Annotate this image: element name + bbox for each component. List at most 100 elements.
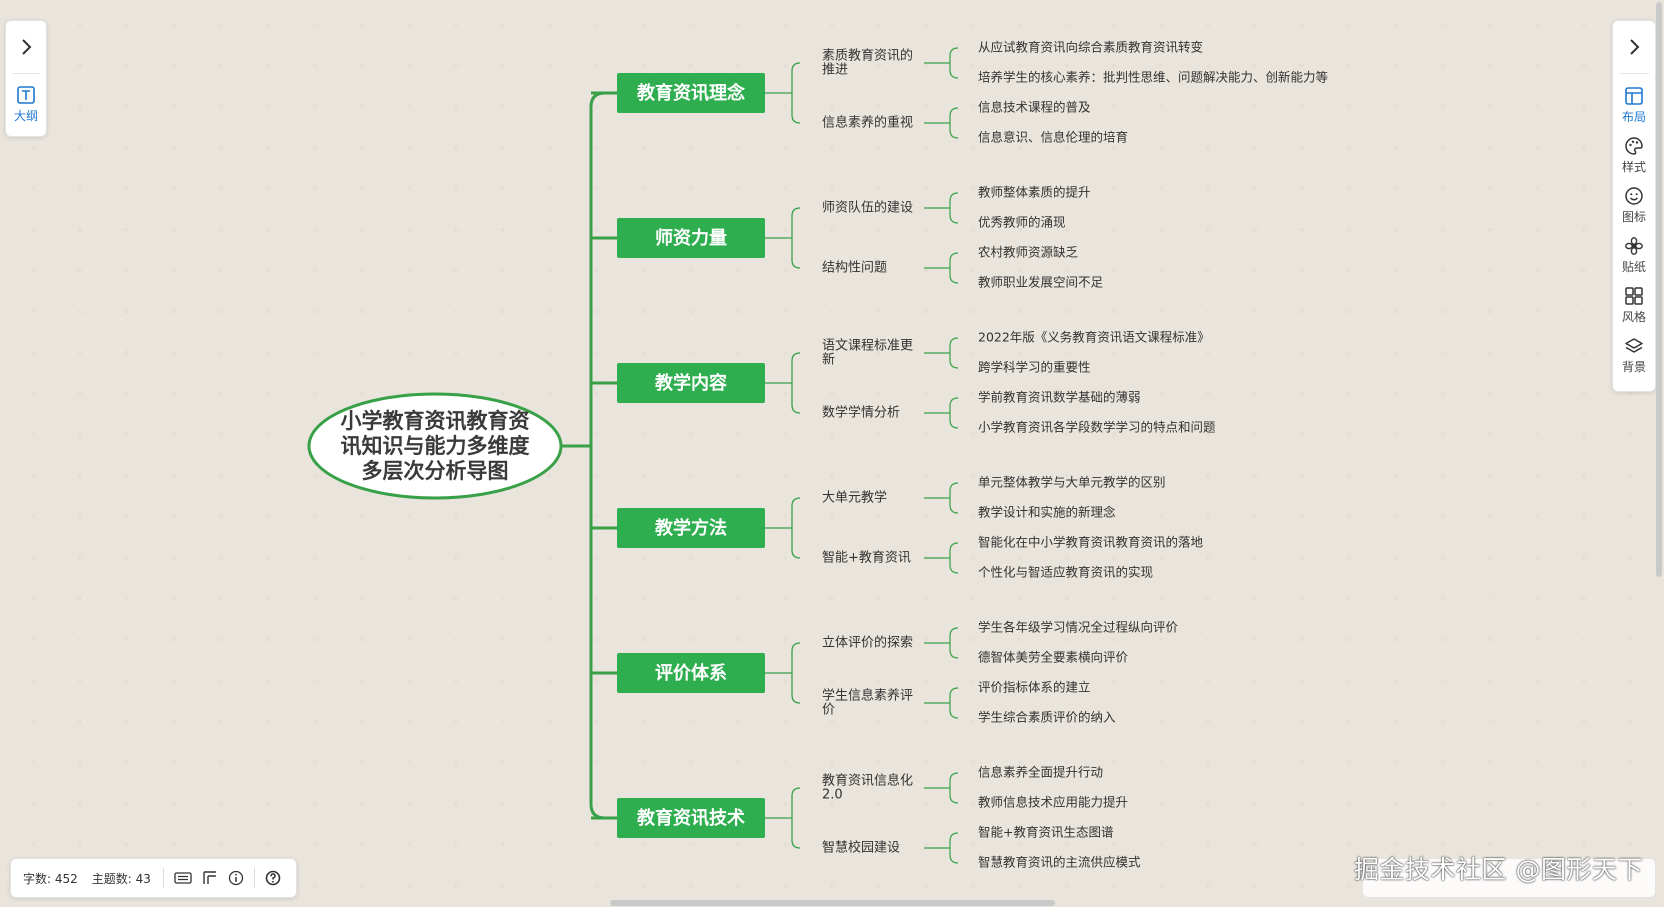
subtopic-label: 智慧校园建设 bbox=[822, 840, 900, 856]
subtopic-stem bbox=[791, 787, 801, 849]
subtopic[interactable]: 大单元教学 bbox=[822, 490, 887, 506]
horizontal-scrollbar[interactable] bbox=[610, 900, 1055, 906]
subtopic-label: 教育资讯信息化 bbox=[822, 773, 913, 789]
info-button[interactable] bbox=[228, 870, 244, 886]
keyboard-icon bbox=[174, 872, 192, 884]
branch-topic-label: 教育资讯技术 bbox=[637, 807, 745, 829]
zoom-controls[interactable] bbox=[1362, 858, 1656, 898]
leaf-topic[interactable]: 学生综合素质评价的纳入 bbox=[978, 710, 1116, 725]
leaf-topic[interactable]: 个性化与智适应教育资讯的实现 bbox=[978, 565, 1153, 580]
subtopic[interactable]: 师资队伍的建设 bbox=[822, 200, 913, 216]
subtopic-stem bbox=[791, 62, 801, 124]
subtopic[interactable]: 结构性问题 bbox=[822, 261, 887, 276]
leaf-topic[interactable]: 教师职业发展空间不足 bbox=[978, 275, 1104, 290]
keyboard-button[interactable] bbox=[174, 871, 192, 885]
leaf-topic[interactable]: 智慧教育资讯的主流供应模式 bbox=[978, 855, 1141, 870]
root-topic-line: 小学教育资讯教育资 bbox=[341, 409, 530, 433]
leaf-topic[interactable]: 信息素养全面提升行动 bbox=[978, 765, 1103, 780]
tool-style-button[interactable]: 样式 bbox=[1613, 130, 1655, 180]
layers-icon bbox=[1625, 337, 1643, 353]
structure-button[interactable] bbox=[202, 870, 218, 886]
leaf-topic[interactable]: 学前教育资讯数学基础的薄弱 bbox=[978, 390, 1141, 405]
tool-icon-button[interactable]: 图标 bbox=[1613, 180, 1655, 230]
leaf-topic[interactable]: 学生各年级学习情况全过程纵向评价 bbox=[978, 620, 1179, 635]
tool-layout-button[interactable]: 布局 bbox=[1613, 80, 1655, 130]
leaf-topic[interactable]: 信息意识、信息伦理的培育 bbox=[978, 130, 1128, 145]
subtopic-label: 语文课程标准更 bbox=[822, 339, 913, 354]
subtopic-label: 信息素养的重视 bbox=[822, 115, 913, 131]
help-icon bbox=[265, 870, 281, 886]
tool-theme-button[interactable]: 风格 bbox=[1613, 280, 1655, 330]
divider bbox=[1619, 73, 1649, 74]
subtopic-stem bbox=[791, 207, 801, 269]
leaf-topic[interactable]: 智能+教育资讯生态图谱 bbox=[978, 825, 1113, 840]
subtopic[interactable]: 智能+教育资讯 bbox=[822, 550, 911, 566]
branch-topic[interactable]: 教育资讯技术 bbox=[617, 798, 765, 838]
leaf-stem bbox=[949, 107, 959, 139]
expand-left-button[interactable] bbox=[6, 21, 46, 73]
branch-topic[interactable]: 教学方法 bbox=[617, 508, 765, 548]
layout-icon bbox=[1625, 86, 1643, 105]
grid-style-icon bbox=[1625, 286, 1643, 305]
leaf-topic[interactable]: 评价指标体系的建立 bbox=[978, 680, 1091, 695]
leaf-topic[interactable]: 优秀教师的涌现 bbox=[978, 215, 1066, 230]
subtopic-label: 结构性问题 bbox=[822, 261, 887, 276]
subtopic[interactable]: 智慧校园建设 bbox=[822, 840, 900, 856]
branch-topic-label: 师资力量 bbox=[655, 227, 727, 249]
leaf-topic[interactable]: 单元整体教学与大单元教学的区别 bbox=[978, 475, 1166, 490]
leaf-topic[interactable]: 农村教师资源缺乏 bbox=[978, 245, 1079, 260]
smiley-icon bbox=[1625, 186, 1643, 205]
leaf-stem bbox=[949, 542, 959, 574]
help-button[interactable] bbox=[265, 870, 281, 886]
leaf-stem bbox=[949, 252, 959, 284]
leaf-topic[interactable]: 2022年版《义务教育资讯语文课程标准》 bbox=[978, 330, 1210, 345]
connector-lines bbox=[561, 47, 959, 864]
outline-t-icon bbox=[17, 85, 35, 104]
leaf-topic[interactable]: 培养学生的核心素养：批判性思维、问题解决能力、创新能力等 bbox=[978, 70, 1328, 85]
palette-icon bbox=[1625, 136, 1643, 155]
branch-topic[interactable]: 教育资讯理念 bbox=[617, 73, 765, 113]
leaf-topic[interactable]: 跨学科学习的重要性 bbox=[978, 360, 1091, 375]
root-topic-line: 多层次分析导图 bbox=[362, 459, 509, 483]
subtopic-label: 推进 bbox=[822, 63, 848, 78]
outline-button[interactable]: 大纲 bbox=[6, 74, 46, 134]
leaf-topic[interactable]: 小学教育资讯各学段数学学习的特点和问题 bbox=[978, 420, 1216, 435]
leaf-stem bbox=[949, 832, 959, 864]
branch-topic[interactable]: 师资力量 bbox=[617, 218, 765, 258]
watermark: 掘金技术社区 @图形天下 bbox=[1354, 855, 1643, 884]
vertical-scrollbar[interactable] bbox=[1656, 2, 1662, 577]
leaf-topic[interactable]: 教学设计和实施的新理念 bbox=[978, 505, 1116, 520]
subtopic[interactable]: 信息素养的重视 bbox=[822, 115, 913, 131]
leaf-stem bbox=[949, 627, 959, 659]
leaf-topic[interactable]: 从应试教育资讯向综合素质教育资讯转变 bbox=[978, 40, 1203, 55]
leaf-stem bbox=[949, 47, 959, 79]
tool-label: 贴纸 bbox=[1621, 259, 1646, 274]
subtopic[interactable]: 数学学情分析 bbox=[822, 405, 900, 421]
leaf-topic[interactable]: 教师整体素质的提升 bbox=[978, 185, 1091, 200]
tool-background-button[interactable]: 背景 bbox=[1613, 330, 1655, 380]
leaf-topic[interactable]: 教师信息技术应用能力提升 bbox=[978, 795, 1128, 810]
leaf-topic[interactable]: 信息技术课程的普及 bbox=[978, 100, 1091, 115]
subtopic-label: 数学学情分析 bbox=[822, 405, 900, 421]
topic-count: 主题数: 43 bbox=[91, 871, 151, 886]
status-bar: 字数: 452 主题数: 43 bbox=[10, 858, 297, 898]
expand-right-button[interactable] bbox=[1613, 21, 1655, 73]
tool-sticker-button[interactable]: 贴纸 bbox=[1613, 230, 1655, 280]
divider bbox=[162, 868, 164, 888]
leaf-topic[interactable]: 智能化在中小学教育资讯教育资讯的落地 bbox=[978, 535, 1204, 550]
leaf-topic[interactable]: 德智体美劳全要素横向评价 bbox=[978, 650, 1129, 665]
branch-topic[interactable]: 评价体系 bbox=[617, 653, 765, 693]
tool-label: 风格 bbox=[1621, 309, 1646, 324]
chevron-right-icon bbox=[1630, 39, 1640, 55]
subtopic-label: 新 bbox=[822, 352, 835, 368]
leaf-stem bbox=[949, 337, 959, 369]
chevron-right-icon bbox=[22, 39, 32, 55]
subtopic[interactable]: 立体评价的探索 bbox=[822, 635, 913, 651]
branch-topic[interactable]: 教学内容 bbox=[617, 363, 765, 403]
